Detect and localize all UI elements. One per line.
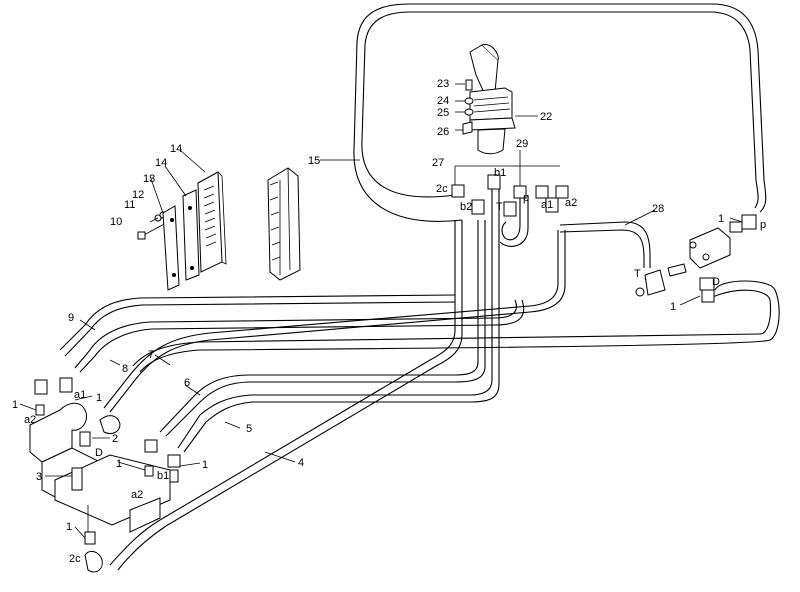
callout-9: 9 (68, 312, 74, 324)
callout-12: 12 (132, 189, 144, 201)
hose-8 (74, 299, 525, 373)
callout-11: 11 (124, 199, 135, 211)
callout-10: 10 (110, 216, 122, 228)
port-a2-bottom: a2 (131, 489, 143, 501)
port-a2-left: a2 (24, 414, 36, 426)
callout-3: 3 (36, 471, 42, 483)
port-D-right: D (712, 276, 720, 288)
callout-1-right-valve: 1 (670, 301, 676, 313)
callout-13: 13 (143, 173, 155, 185)
port-a1-top: a1 (541, 199, 553, 211)
leader-lines (19, 149, 743, 539)
callout-1-mid-b: 1 (202, 459, 208, 471)
port-a2-top: a2 (565, 197, 577, 209)
callout-14-b: 14 (155, 157, 167, 169)
port-a1-left: a1 (74, 389, 86, 401)
valve-block-right (635, 214, 757, 303)
callout-26: 26 (437, 126, 449, 138)
callout-4: 4 (298, 457, 304, 469)
callout-1-top-right: 1 (718, 213, 724, 225)
callout-1-left-a: 1 (12, 399, 18, 411)
callout-1-mid-a: 1 (116, 458, 122, 470)
callout-29: 29 (516, 138, 528, 150)
callout-27: 27 (432, 157, 444, 169)
hose-9 (59, 294, 456, 357)
hose-4 (109, 220, 463, 571)
port-D-left: D (95, 447, 103, 459)
hose-29 (499, 195, 529, 247)
hose-15-loop (353, 3, 767, 222)
port-b1-top: b1 (494, 167, 506, 179)
port-labels: 2c b1 b2 T p a1 a2 p T D a1 a2 D b1 a2 2… (24, 167, 766, 565)
callout-1-left-b: 1 (96, 392, 102, 404)
port-2c-bottom: 2c (69, 553, 81, 565)
hose-right-return (132, 280, 780, 373)
port-T-top: T (496, 201, 503, 213)
joystick-assembly (455, 44, 538, 155)
callout-1-bottom: 1 (66, 521, 72, 533)
callout-5: 5 (246, 423, 252, 435)
callout-24: 24 (437, 95, 449, 107)
mounting-parts-10-14 (137, 167, 301, 291)
callout-28: 28 (652, 203, 664, 215)
callout-numbers: 23 24 25 26 22 15 27 29 28 1 1 14 14 13 … (12, 78, 724, 533)
port-b2-top: b2 (460, 201, 472, 213)
hose-28 (559, 221, 651, 268)
control-valve-assembly (29, 377, 181, 573)
callout-6: 6 (184, 377, 190, 389)
callout-14-a: 14 (170, 143, 182, 155)
hose-7 (103, 230, 566, 413)
port-b1-bottom: b1 (157, 470, 169, 482)
callout-7: 7 (148, 349, 154, 361)
hose-5 (177, 185, 500, 453)
callout-25: 25 (437, 107, 449, 119)
port-2c-top: 2c (436, 183, 448, 195)
port-p-top: p (523, 192, 529, 204)
port-p-right: p (760, 219, 766, 231)
port-T-right: T (634, 268, 641, 280)
callout-23: 23 (437, 78, 449, 90)
callout-15: 15 (308, 155, 320, 167)
hose-6 (159, 220, 486, 437)
callout-8: 8 (122, 363, 128, 375)
callout-22: 22 (540, 111, 552, 123)
callout-2: 2 (112, 433, 118, 445)
hose-bundle-top-ends (451, 174, 569, 217)
